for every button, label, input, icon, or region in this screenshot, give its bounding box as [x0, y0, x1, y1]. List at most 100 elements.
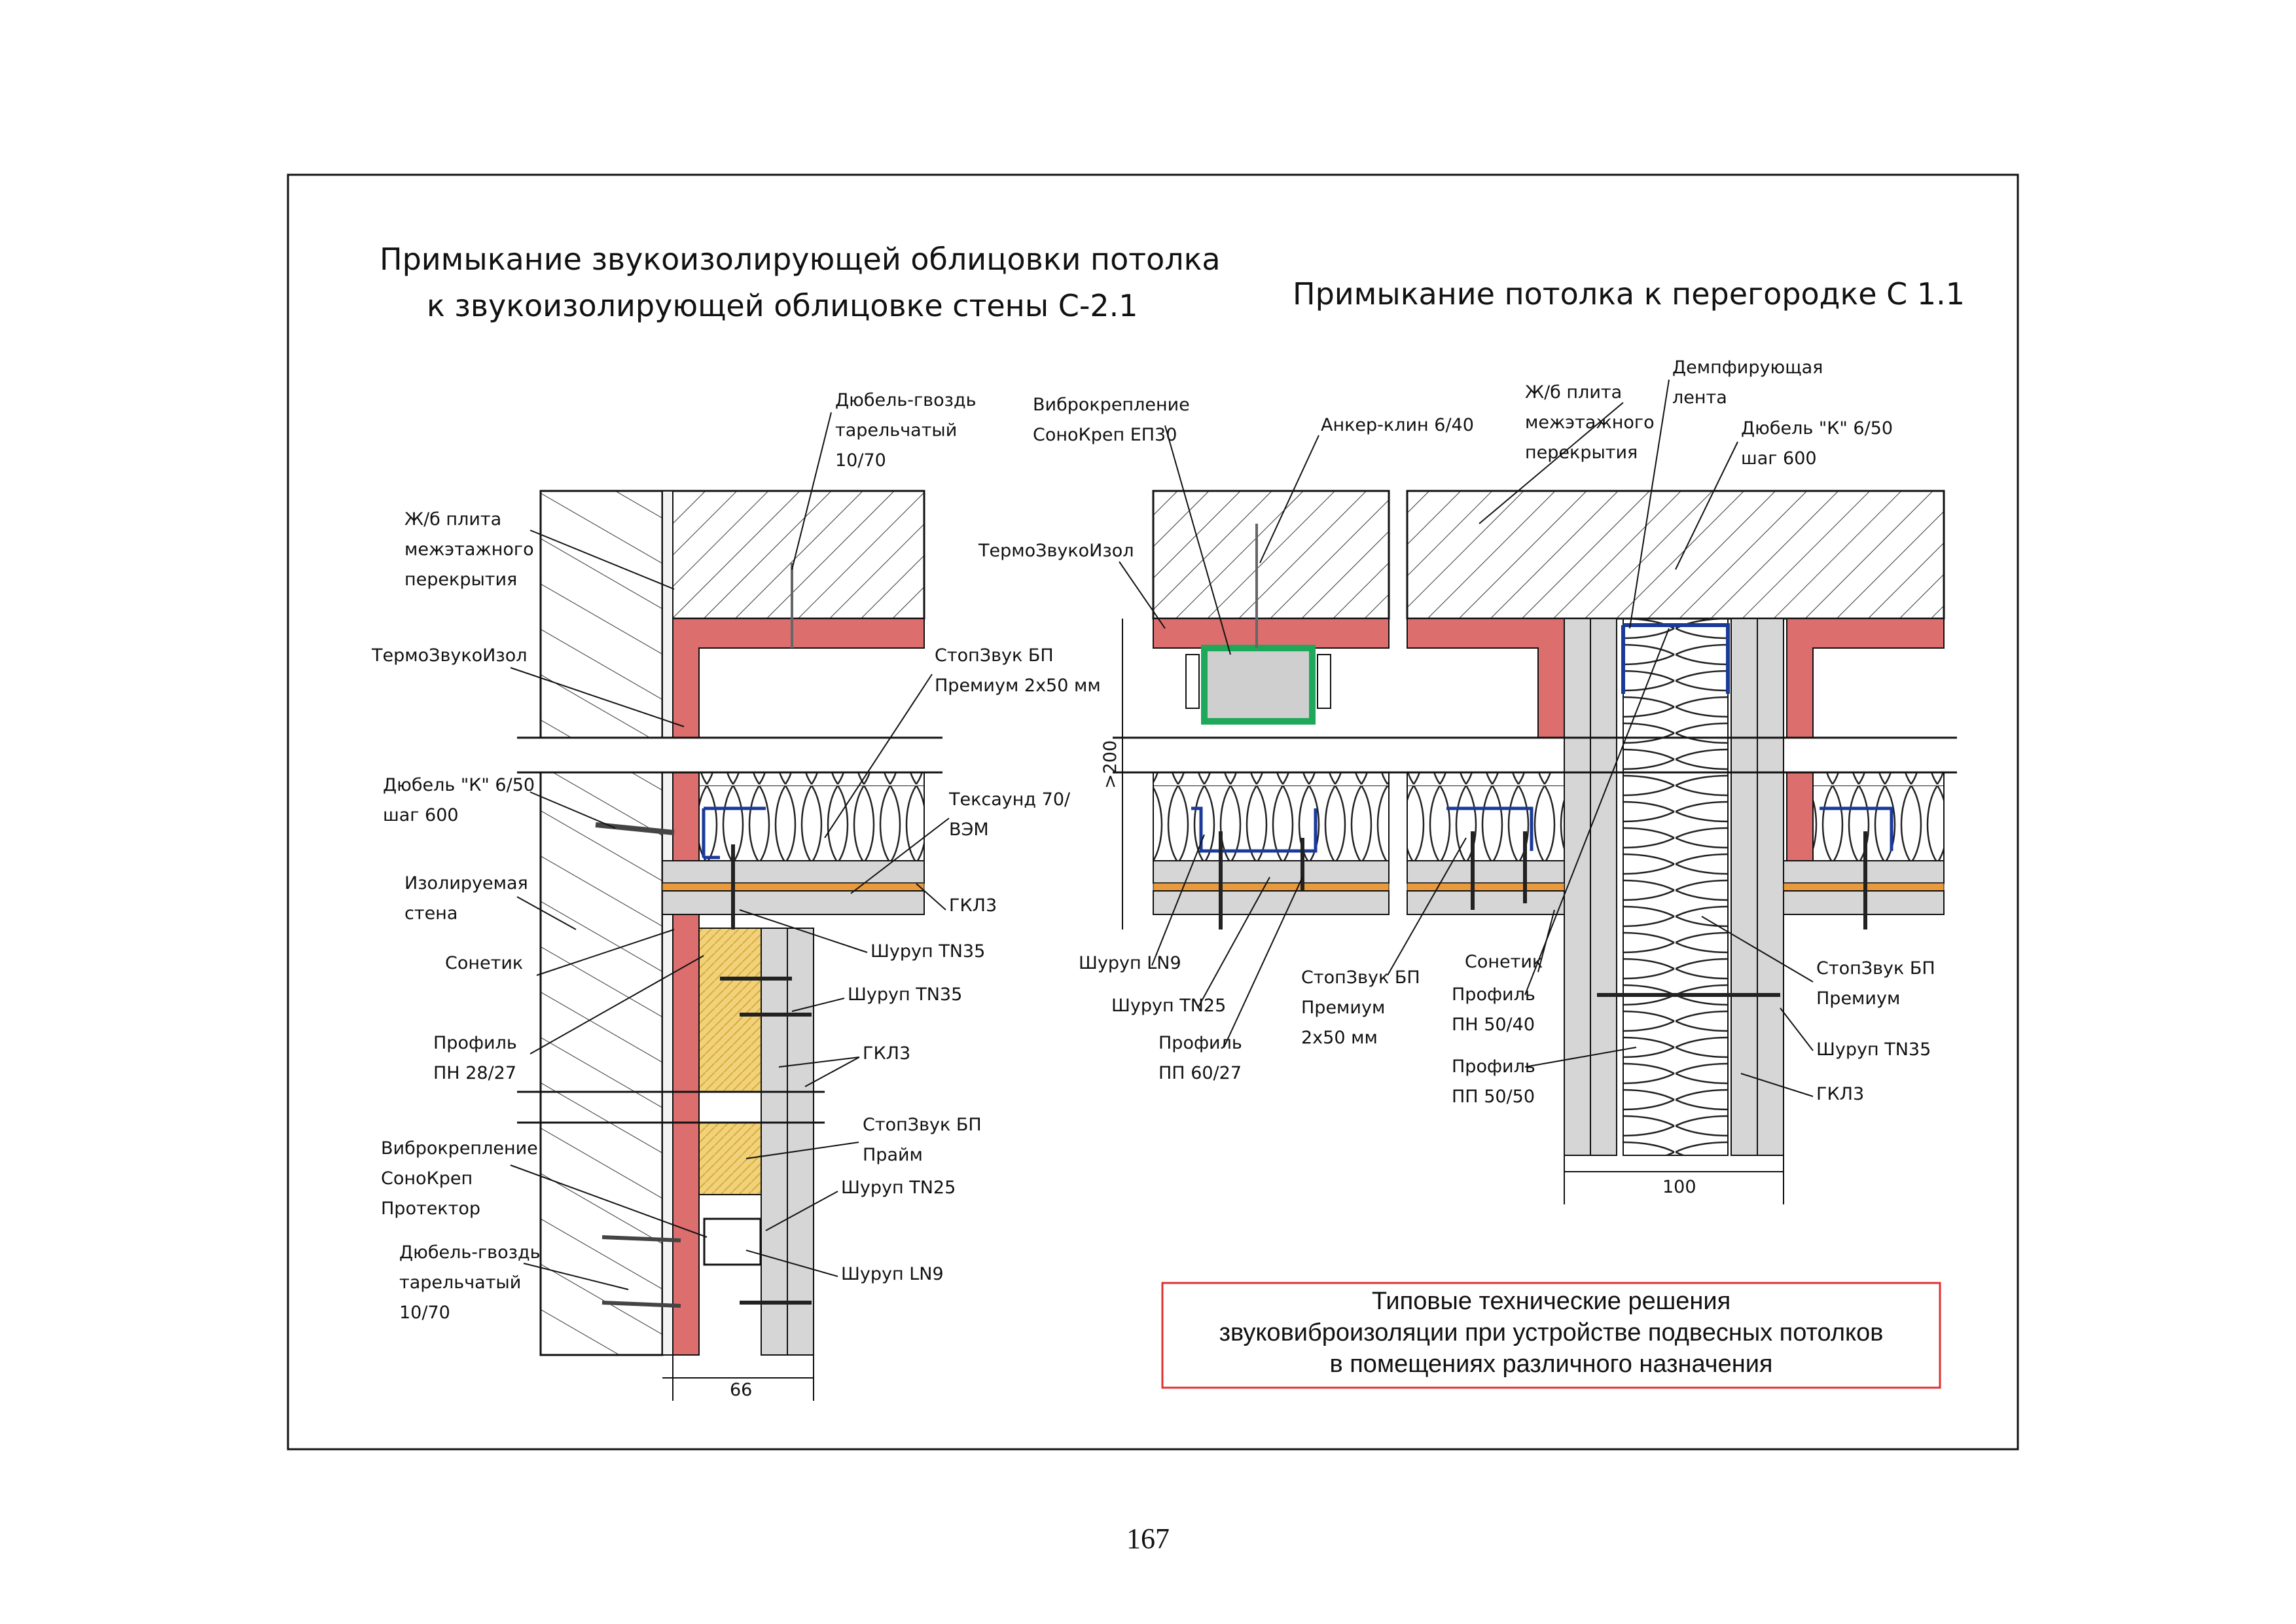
orange-right-b — [1407, 882, 1565, 892]
label-profile-pp50-2: ПП 50/50 — [1452, 1087, 1535, 1107]
label-profile-pn-2: ПН 50/40 — [1452, 1015, 1535, 1035]
label-screw-ln9-left: Шуруп LN9 — [841, 1264, 944, 1284]
label-stopzvuk-prime: СтопЗвук БП — [863, 1115, 982, 1135]
label-slab-2: межэтажного — [404, 539, 534, 560]
gkl-left-2 — [662, 890, 925, 915]
thermo-right-c — [1786, 618, 1945, 738]
label-profile-pn: Профиль — [1452, 984, 1535, 1005]
yellow-left-1 — [698, 928, 762, 1092]
label-stopzvuk-right: СтопЗвук БП — [1301, 967, 1420, 988]
right-labels: Виброкрепление СоноКреп ЕП30 Анкер-клин … — [978, 357, 1935, 1107]
thermo-right-d — [1786, 772, 1814, 861]
label-dowel-k-left-2: шаг 600 — [383, 805, 459, 825]
page-number: 167 — [1126, 1523, 1170, 1555]
wall-upper — [539, 490, 664, 739]
label-gkl-right: ГКЛ3 — [1816, 1084, 1864, 1104]
drawing-frame — [287, 173, 2019, 1451]
label-screw-ln9-right: Шуруп LN9 — [1079, 953, 1181, 973]
label-stopzvuk-right-3: 2х50 мм — [1301, 1028, 1378, 1048]
label-vibro-left-3: Протектор — [381, 1199, 480, 1219]
label-dowel-k-left: Дюбель "К" 6/50 — [383, 775, 535, 795]
label-slab-right-3: перекрытия — [1525, 442, 1638, 463]
label-profile-pp-2: ПП 60/27 — [1158, 1063, 1242, 1083]
slab-right-b — [1406, 490, 1945, 620]
thermo-left-upper — [672, 618, 925, 738]
label-stopzvuk-left-2: Премиум 2х50 мм — [935, 676, 1101, 696]
label-dowel-nail-bot: Дюбель-гвоздь — [399, 1242, 541, 1263]
gkl-right-a — [1153, 860, 1390, 884]
thermo-left-lower — [672, 772, 700, 1356]
gkl-vert-1 — [761, 928, 788, 1356]
label-dowel-nail-top-2: тарельчатый — [835, 420, 957, 441]
vibro-green — [1201, 645, 1316, 725]
label-dowel-nail-top-3: 10/70 — [835, 450, 886, 471]
label-texsound: Тексаунд 70/ — [948, 789, 1071, 810]
thermo-right-a — [1153, 618, 1390, 649]
label-screw-tn25-left: Шуруп TN25 — [841, 1178, 956, 1198]
label-vibro-left: Виброкрепление — [381, 1138, 538, 1159]
label-damp: Демпфирующая — [1672, 357, 1823, 378]
label-sonetic: Сонетик — [445, 953, 523, 973]
label-dowel-nail-top: Дюбель-гвоздь — [835, 390, 977, 410]
left-detail: 66 — [517, 490, 942, 1401]
plaster-strip — [662, 490, 673, 738]
thermo-right-b — [1407, 618, 1565, 738]
label-screw-tn25-right: Шуруп TN25 — [1111, 996, 1226, 1016]
gkl-left-1 — [662, 860, 925, 884]
label-wall-2: стена — [404, 903, 457, 924]
orange-right-a — [1153, 882, 1390, 892]
label-gkl-top: ГКЛ3 — [949, 895, 997, 916]
plaster-strip-lower — [662, 772, 673, 1356]
wool-right-b — [1407, 772, 1565, 861]
caption-box — [1161, 1282, 1941, 1389]
label-vibro-left-2: СоноКреп — [381, 1168, 473, 1189]
left-title-line1: Примыкание звукоизолирующей облицовки по… — [380, 242, 1221, 277]
label-screw-tn35-right: Шуруп TN35 — [1816, 1039, 1931, 1060]
label-profile-pp50: Профиль — [1452, 1056, 1535, 1077]
partition-wool — [1623, 618, 1729, 1156]
right-detail: >200 100 — [1100, 490, 1957, 1204]
label-thermo-left: ТермоЗвукоИзол — [371, 645, 528, 666]
label-stopzvuk-right-2: Премиум — [1301, 998, 1385, 1018]
label-screw-tn35-a: Шуруп TN35 — [870, 941, 985, 962]
label-sonetic-right: Сонетик — [1465, 952, 1543, 972]
caption-line1: Типовые технические решения — [1372, 1288, 1731, 1315]
dim-100: 100 — [1662, 1177, 1696, 1197]
label-vibro-right-2: СоноКреп ЕП30 — [1033, 425, 1177, 445]
label-stopzvuk-prime-2: Прайм — [863, 1145, 923, 1165]
caption-line2: звуковиброизоляции при устройстве подвес… — [1219, 1319, 1884, 1346]
label-profile-left-2: ПН 28/27 — [433, 1063, 516, 1083]
dim-200: >200 — [1100, 740, 1121, 789]
gkl-right-b — [1407, 860, 1565, 884]
yellow-left-2 — [698, 1122, 762, 1195]
left-title-line2: к звукоизолирующей облицовке стены С-2.1 — [427, 288, 1138, 323]
label-texsound-2: ВЭМ — [949, 820, 989, 840]
wall-lower — [539, 771, 664, 1356]
caption-line3: в помещениях различного назначения — [1329, 1350, 1772, 1378]
label-slab-right-2: межэтажного — [1525, 412, 1655, 433]
label-profile-left: Профиль — [433, 1033, 517, 1053]
label-slab: Ж/б плита — [404, 509, 501, 530]
right-title: Примыкание потолка к перегородке С 1.1 — [1293, 276, 1965, 312]
vibro-bracket — [703, 1218, 762, 1266]
gkl-right-a2 — [1153, 890, 1390, 915]
label-dowel-nail-bot-2: тарельчатый — [399, 1272, 521, 1293]
label-dowel-k-right-2: шаг 600 — [1741, 448, 1817, 469]
label-stopzvuk-left: СтопЗвук БП — [935, 645, 1054, 666]
label-slab-3: перекрытия — [404, 569, 517, 590]
orange-left — [662, 882, 925, 892]
gkl-right-b2 — [1407, 890, 1565, 915]
label-anchor: Анкер-клин 6/40 — [1321, 415, 1474, 435]
gkl-vert-2 — [787, 928, 814, 1356]
label-screw-tn35-b: Шуруп TN35 — [848, 984, 962, 1005]
wool-right-a — [1153, 772, 1390, 861]
wool-right-c — [1812, 772, 1945, 861]
label-thermo-right: ТермоЗвукоИзол — [978, 541, 1134, 561]
label-gkl-mid: ГКЛ3 — [863, 1043, 910, 1064]
label-slab-right: Ж/б плита — [1525, 382, 1622, 403]
label-damp-2: лента — [1672, 388, 1727, 408]
label-wall: Изолируемая — [404, 873, 528, 893]
label-profile-pp: Профиль — [1158, 1033, 1242, 1053]
label-dowel-k-right: Дюбель "К" 6/50 — [1741, 418, 1893, 439]
label-stopzvuk-p-2: Премиум — [1816, 988, 1900, 1009]
